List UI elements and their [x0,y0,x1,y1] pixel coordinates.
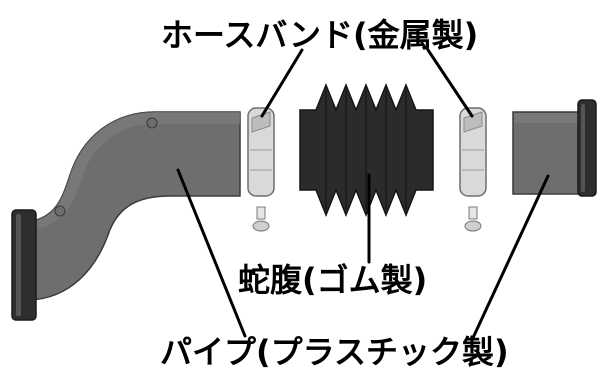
pipe-flange-left-shine [16,214,21,316]
bent-pipe-left [11,111,241,321]
pipe-flange-left [11,209,37,321]
label-bellows: 蛇腹(ゴム製) [238,261,428,299]
leader-hose-band-left [260,48,304,118]
pipe-flange-right [577,99,597,197]
leader-hose-band-right [426,48,474,118]
leader-lines [176,48,550,342]
hose-band-right-screw-head [464,220,482,232]
straight-pipe-body [512,111,586,195]
rubber-bellows [299,82,434,218]
hose-band-right-bevel [463,111,483,133]
straight-pipe-right [512,99,597,197]
hose-band-left-screw-shaft [256,206,266,220]
pipe-rivet-top [146,117,158,129]
label-hose-band: ホースバンド(金属製) [161,16,479,54]
pipe-rivet-side [54,205,66,217]
leader-pipe-left [176,168,247,338]
hose-band-right [459,107,487,232]
pipe-flange-right-shine [581,104,585,192]
bent-pipe-highlight [28,112,240,228]
straight-pipe-highlight [514,113,584,123]
hose-band-left [247,107,275,232]
leader-pipe-right [470,174,550,342]
hose-band-left-screw-head [252,220,270,232]
hose-band-right-screw-shaft [468,206,478,220]
label-pipe: パイプ(プラスチック製) [160,333,509,371]
